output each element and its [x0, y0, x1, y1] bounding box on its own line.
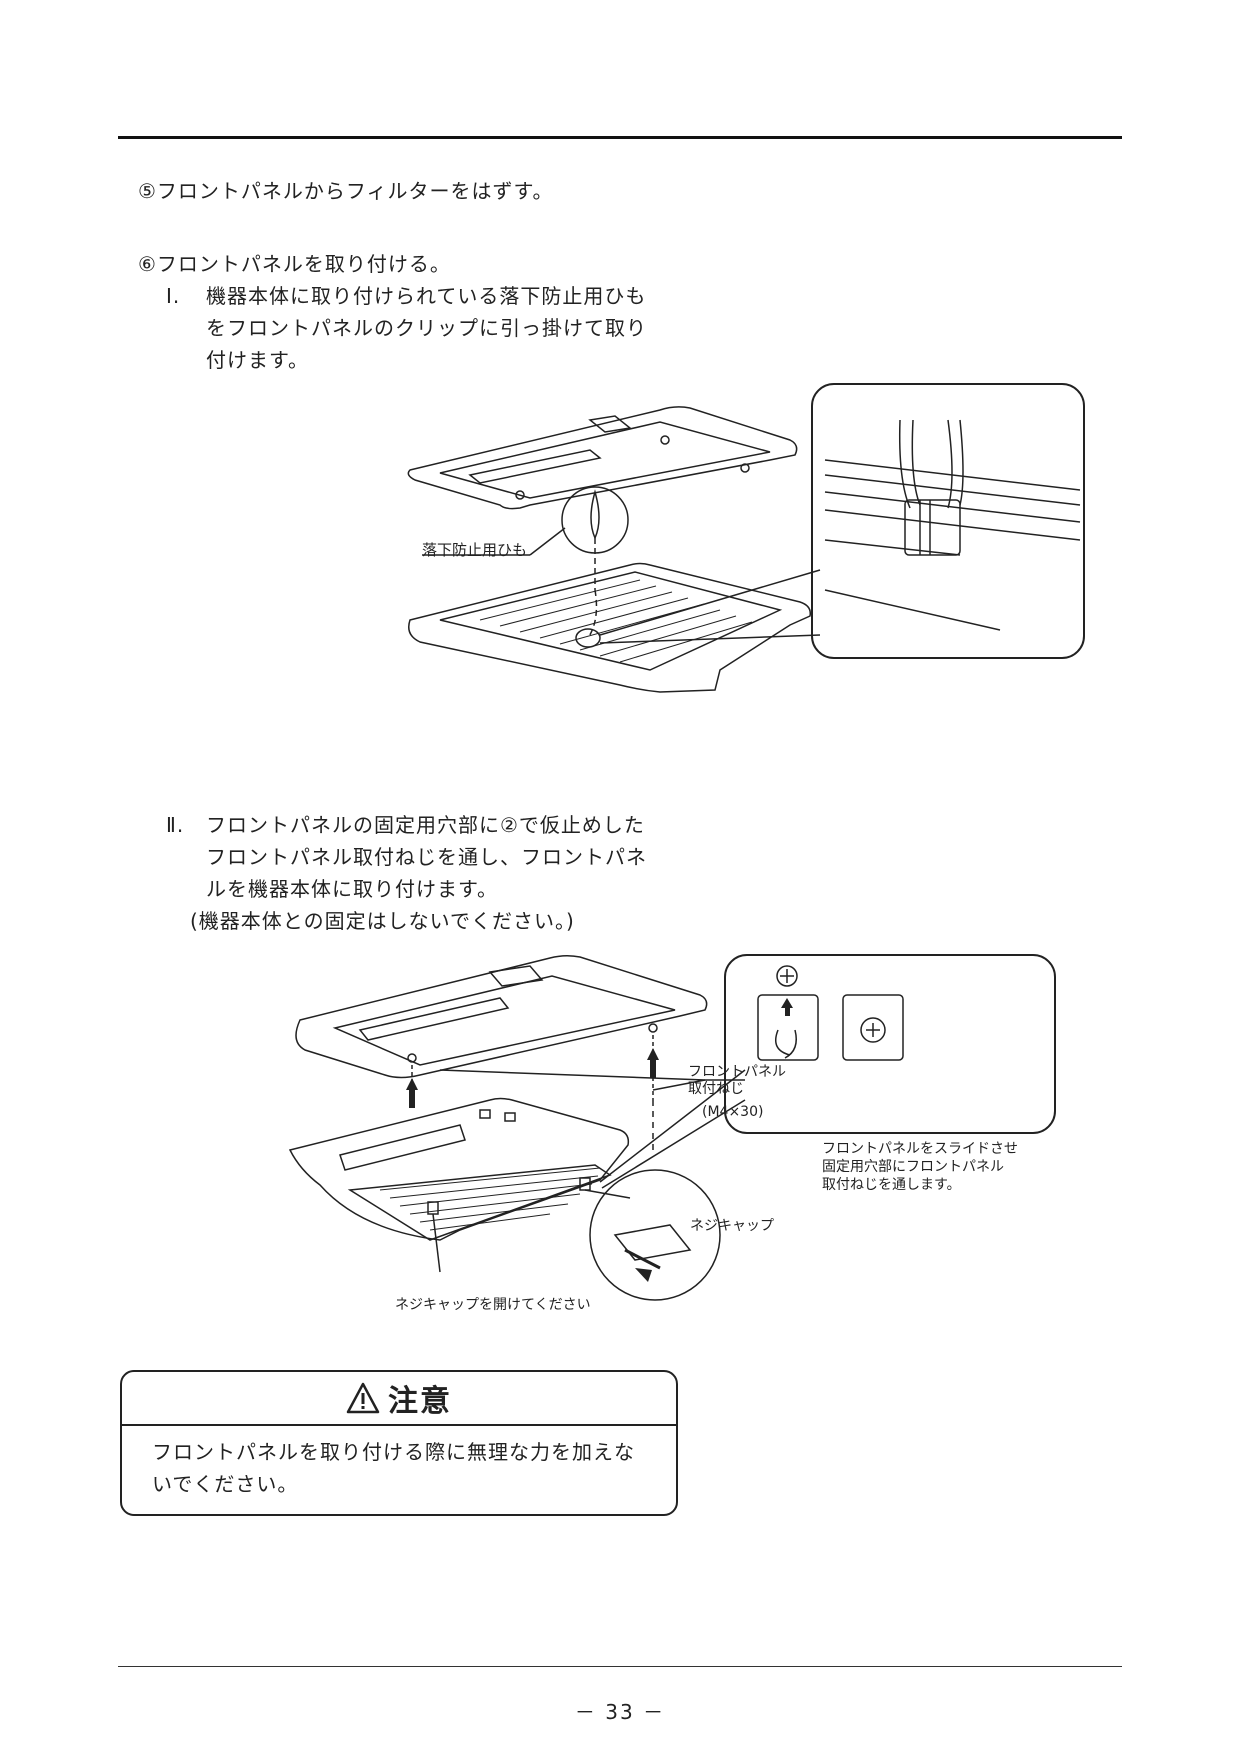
label-slide-line-3: 取付ねじを通します。 [822, 1177, 961, 1193]
label-slide-line-1: フロントパネルをスライドさせ [822, 1141, 1018, 1157]
substep-1: Ⅰ.機器本体に取り付けられている落下防止用ひも をフロントパネルのクリップに引っ… [166, 280, 647, 376]
substep-2-line-3: ルを機器本体に取り付けます。 [206, 877, 498, 901]
footer-rule [118, 1666, 1122, 1667]
caution-header: 注意 [122, 1372, 676, 1426]
label-fall-prevention-string: 落下防止用ひも [422, 541, 528, 559]
caution-line-1: フロントパネルを取り付ける際に無理な力を加えな [152, 1440, 635, 1464]
caution-body: フロントパネルを取り付ける際に無理な力を加えな いでください。 [122, 1426, 676, 1510]
warning-triangle-icon [346, 1382, 380, 1414]
figure-2-panel-mounting-illustration [288, 954, 1056, 1301]
substep-2-line-2: フロントパネル取付ねじを通し、フロントパネ [206, 845, 647, 869]
substep-1-number: Ⅰ. [166, 284, 181, 308]
header-rule [118, 136, 1122, 139]
caution-box: 注意 フロントパネルを取り付ける際に無理な力を加えな いでください。 [120, 1370, 678, 1516]
substep-2-line-1: Ⅱ.フロントパネルの固定用穴部に②で仮止めした [166, 809, 647, 841]
substep-1-line-1: Ⅰ.機器本体に取り付けられている落下防止用ひも [166, 280, 647, 312]
step-6-text: ⑥フロントパネルを取り付ける。 [138, 252, 451, 276]
label-screw-size: (M4×30) [702, 1104, 764, 1120]
label-screw-line1: フロントパネル [688, 1064, 786, 1080]
label-open-screw-cap: ネジキャップを開けてください [395, 1297, 591, 1313]
label-screw-line2: 取付ねじ [688, 1081, 744, 1097]
substep-1-line-3: 付けます。 [206, 348, 309, 372]
caution-line-2: いでください。 [152, 1472, 299, 1496]
substep-2-number: Ⅱ. [166, 813, 185, 837]
label-screw-cap: ネジキャップ [690, 1218, 774, 1234]
page-number: － 33 － [574, 1700, 666, 1724]
figure-1-clip-illustration [407, 383, 1085, 693]
caution-title: 注意 [388, 1384, 452, 1419]
substep-2-note: (機器本体との固定はしないでください。) [190, 909, 575, 933]
substep-2: Ⅱ.フロントパネルの固定用穴部に②で仮止めした フロントパネル取付ねじを通し、フ… [166, 809, 647, 937]
label-slide-line-2: 固定用穴部にフロントパネル [822, 1159, 1004, 1175]
step-5-text: ⑤フロントパネルからフィルターをはずす。 [138, 179, 554, 203]
substep-1-line-2: をフロントパネルのクリップに引っ掛けて取り [206, 316, 647, 340]
